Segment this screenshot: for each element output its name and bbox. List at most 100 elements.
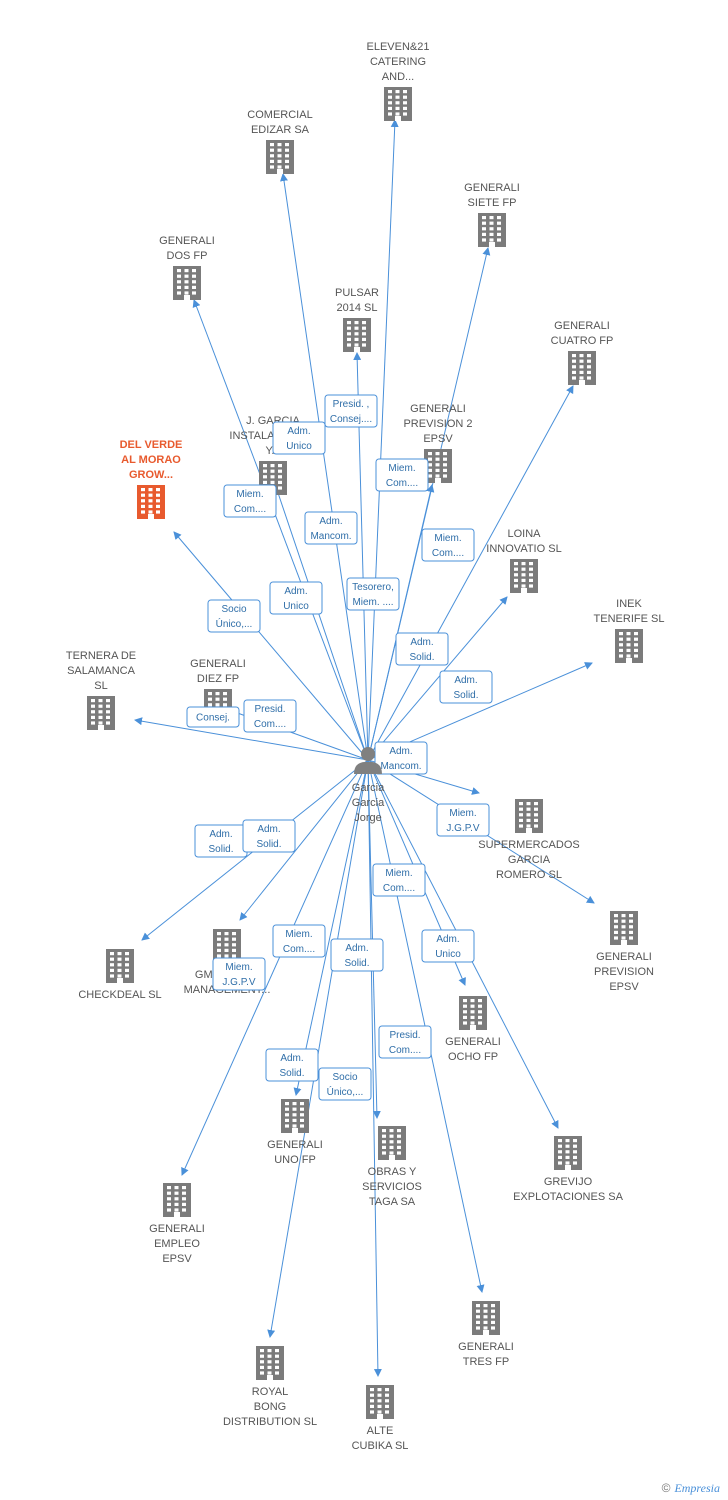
role-box-inek[interactable]: Adm.Solid. [439,670,493,704]
building-icon[interactable] [173,266,201,300]
company-label-diez[interactable]: GENERALI [190,658,246,670]
building-icon[interactable] [568,351,596,385]
company-label-eleven[interactable]: CATERING [370,56,426,68]
company-label-inek[interactable]: TENERIFE SL [594,613,665,625]
company-label-supermercados[interactable]: GARCIA [508,854,551,866]
role-box-siete[interactable]: Tesorero,Miem. .... [346,577,400,611]
building-icon[interactable] [281,1099,309,1133]
company-node-siete[interactable]: GENERALI SIETE FP [464,182,520,247]
company-label-siete[interactable]: GENERALI [464,182,520,194]
company-node-dos[interactable]: GENERALI DOS FP [159,235,215,300]
role-box-cuatro[interactable]: Miem.Com.... [421,528,475,562]
company-label-supermercados[interactable]: SUPERMERCADOS [478,839,579,851]
company-label-ternera[interactable]: TERNERA DE [66,650,136,662]
role-box-jgarcia[interactable]: Adm.Unico [269,581,323,615]
company-label-eleven[interactable]: AND... [382,71,414,83]
company-label-ocho[interactable]: OCHO FP [448,1051,498,1063]
building-icon[interactable] [472,1301,500,1335]
building-icon[interactable] [510,559,538,593]
company-label-eleven[interactable]: ELEVEN&21 [367,41,430,53]
company-label-loina[interactable]: INNOVATIO SL [486,543,561,555]
person-name-label[interactable]: Garcia [352,797,385,809]
building-icon[interactable] [515,799,543,833]
company-label-tres[interactable]: GENERALI [458,1341,514,1353]
building-icon[interactable] [459,996,487,1030]
company-label-siete[interactable]: SIETE FP [468,197,517,209]
building-icon[interactable] [266,140,294,174]
company-node-supermercados[interactable]: SUPERMERCADOS GARCIA ROMERO SL [478,799,580,881]
role-box-empleo[interactable]: Miem.J.G.P.V [212,957,266,991]
role-box-pulsar[interactable]: Adm.Unico [272,421,326,455]
role-box-prevision[interactable]: Miem.J.G.P.V [436,803,490,837]
building-icon[interactable] [213,929,241,963]
company-label-pulsar[interactable]: PULSAR [335,287,379,299]
company-label-empleo[interactable]: GENERALI [149,1223,205,1235]
role-box-alte[interactable]: SocioÚnico,... [318,1067,372,1101]
company-label-obras[interactable]: OBRAS Y [368,1166,417,1178]
company-label-prevision2[interactable]: PREVISION 2 [403,418,472,430]
company-label-tres[interactable]: TRES FP [463,1356,509,1368]
building-icon[interactable] [478,213,506,247]
company-label-uno[interactable]: UNO FP [274,1154,316,1166]
role-box-royal[interactable]: Adm.Solid. [265,1048,319,1082]
company-node-tres[interactable]: GENERALI TRES FP [458,1301,514,1368]
company-label-delverde[interactable]: GROW... [129,469,173,481]
company-label-prevision[interactable]: PREVISION [594,966,654,978]
company-label-loina[interactable]: LOINA [507,528,541,540]
role-box-diez[interactable]: Presid.Com.... [243,699,297,733]
company-label-prevision2[interactable]: GENERALI [410,403,466,415]
company-label-dos[interactable]: GENERALI [159,235,215,247]
role-box-checkdeal[interactable]: Adm.Solid. [194,824,248,858]
company-label-delverde[interactable]: DEL VERDE [120,439,183,451]
building-icon[interactable] [256,1346,284,1380]
building-icon[interactable] [343,318,371,352]
role-box-obras[interactable]: Adm.Solid. [330,938,384,972]
building-icon[interactable] [163,1183,191,1217]
role-box-gmfutbol[interactable]: Adm.Solid. [242,819,296,853]
building-icon[interactable] [615,629,643,663]
company-label-cuatro[interactable]: GENERALI [554,320,610,332]
company-label-delverde[interactable]: AL MORAO [121,454,181,466]
company-node-inek[interactable]: INEK TENERIFE SL [594,598,665,663]
role-box-comercial[interactable]: Adm.Mancom. [304,511,358,545]
role-box-uno[interactable]: Miem.Com.... [272,924,326,958]
building-icon[interactable] [610,911,638,945]
company-label-alte[interactable]: ALTE [367,1425,394,1437]
company-label-ternera[interactable]: SALAMANCA [67,665,136,677]
company-label-alte[interactable]: CUBIKA SL [352,1440,409,1452]
company-node-delverde[interactable]: DEL VERDE AL MORAO GROW... [120,439,183,519]
building-icon[interactable] [424,449,452,483]
role-box-ternera[interactable]: Consej. [186,706,240,728]
role-box-tres[interactable]: Presid.Com.... [378,1025,432,1059]
company-label-diez[interactable]: DIEZ FP [197,673,239,685]
company-label-grevijo[interactable]: EXPLOTACIONES SA [513,1191,623,1203]
company-label-supermercados[interactable]: ROMERO SL [496,869,562,881]
company-label-dos[interactable]: DOS FP [167,250,208,262]
company-label-cuatro[interactable]: CUATRO FP [551,335,614,347]
building-icon[interactable] [106,949,134,983]
company-label-prevision[interactable]: GENERALI [596,951,652,963]
role-box-eleven[interactable]: Presid. ,Consej.... [324,394,378,428]
company-label-royal[interactable]: ROYAL [252,1386,288,1398]
company-label-inek[interactable]: INEK [616,598,642,610]
role-box-delverde[interactable]: SocioÚnico,... [207,599,261,633]
company-label-obras[interactable]: TAGA SA [369,1196,416,1208]
role-box-supermercados[interactable]: Adm.Mancom. [374,741,428,775]
company-label-ocho[interactable]: GENERALI [445,1036,501,1048]
role-box-dos[interactable]: Miem.Com.... [223,484,277,518]
role-box-grevijo[interactable]: Adm.Unico [421,929,475,963]
company-label-checkdeal[interactable]: CHECKDEAL SL [78,989,161,1001]
building-icon[interactable] [378,1126,406,1160]
role-box-loina[interactable]: Adm.Solid. [395,632,449,666]
building-icon[interactable] [384,87,412,121]
